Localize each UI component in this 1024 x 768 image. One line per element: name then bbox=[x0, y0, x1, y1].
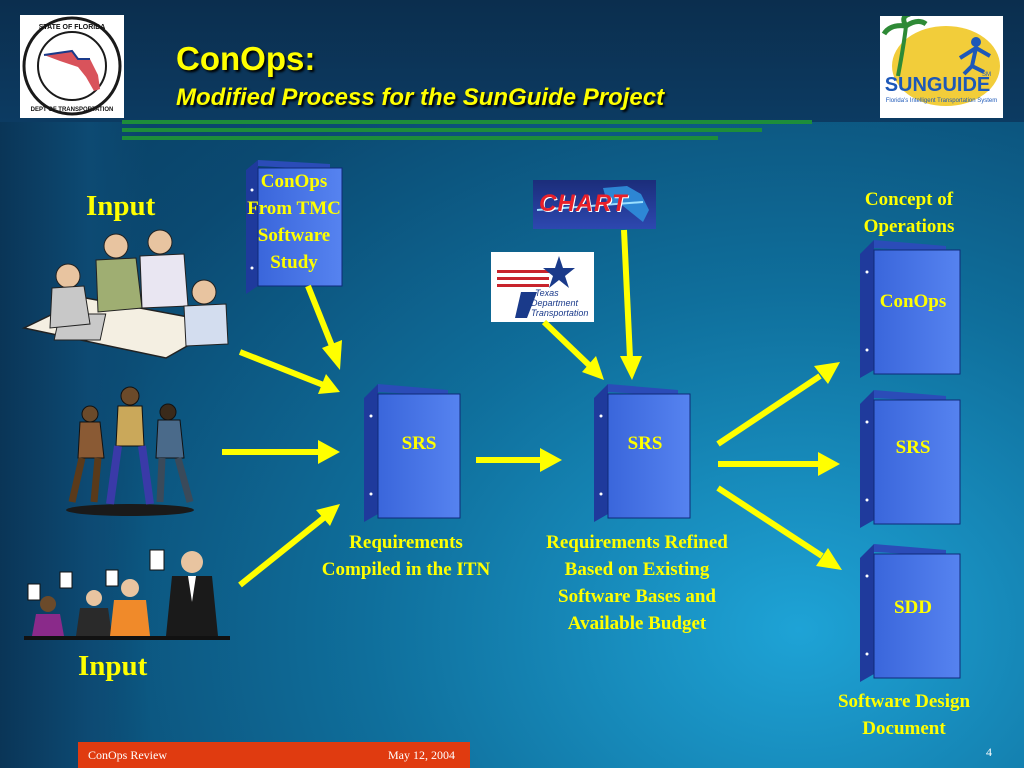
arrowhead-to-srs bbox=[818, 452, 840, 476]
arrow-input-bottom bbox=[238, 513, 328, 588]
txdot-logo: Texas Department of Transportation bbox=[491, 252, 594, 322]
binder-srs-left bbox=[364, 384, 461, 522]
arrow-to-sdd bbox=[716, 485, 824, 559]
arrowhead-input-bottom bbox=[316, 504, 340, 526]
conops-tmc-label: ConOps From TMC Software Study bbox=[247, 171, 341, 273]
header-band bbox=[0, 0, 1024, 122]
footer-title: ConOps Review bbox=[88, 748, 167, 762]
input-label-bottom: Input bbox=[78, 650, 148, 682]
txdot-text-1: Texas bbox=[535, 288, 559, 298]
arrow-input-top bbox=[238, 349, 328, 389]
arrowhead-to-sdd bbox=[816, 548, 842, 570]
footer-bar: ConOps Review May 12, 2004 bbox=[78, 742, 470, 768]
arrowhead-txdot bbox=[582, 356, 604, 380]
sunguide-tagline: Florida's Intelligent Transportation Sys… bbox=[885, 98, 998, 104]
fdot-seal-logo: STATE OF FLORIDA DEPT OF TRANSPORTATION bbox=[20, 15, 124, 118]
concept-of-operations-label: Concept of Operations bbox=[863, 189, 955, 237]
sunguide-text: SUNGUIDE bbox=[884, 74, 991, 96]
arrowhead-input-mid bbox=[318, 440, 340, 464]
arrow-txdot bbox=[541, 319, 593, 369]
title-rule-3 bbox=[122, 136, 718, 140]
srs-left-label: SRS bbox=[401, 433, 437, 454]
page-number: 4 bbox=[986, 745, 992, 759]
software-design-document-label: Software Design Document bbox=[837, 691, 971, 739]
judges-clipart bbox=[24, 549, 230, 640]
meeting-people-clipart bbox=[21, 229, 229, 359]
binder-out-srs bbox=[860, 390, 961, 528]
out-srs-label: SRS bbox=[895, 437, 931, 458]
srs-middle-label: SRS bbox=[627, 433, 663, 454]
out-sdd-label: SDD bbox=[893, 597, 932, 618]
sunguide-logo: SUNGUIDE SM Florida's Intelligent Transp… bbox=[880, 11, 1003, 118]
arrow-to-conops bbox=[716, 373, 822, 447]
arrow-conops-tmc bbox=[305, 284, 335, 348]
requirements-refined-label: Requirements Refined Based on Existing S… bbox=[546, 532, 728, 634]
chart-logo-text: CHART bbox=[539, 190, 628, 217]
arrowhead-srs-to-srs bbox=[540, 448, 562, 472]
txdot-text-2: Department bbox=[531, 298, 579, 308]
input-label-top: Input bbox=[86, 190, 156, 222]
arrowhead-to-conops bbox=[814, 362, 840, 384]
arrowhead-chart bbox=[620, 356, 642, 380]
txdot-text-3: of Transportation bbox=[521, 308, 589, 318]
footer-date: May 12, 2004 bbox=[388, 748, 455, 762]
chart-logo: CHART bbox=[533, 180, 656, 229]
out-conops-label: ConOps bbox=[879, 291, 947, 312]
sunguide-sm: SM bbox=[982, 72, 991, 78]
title-rule-1 bbox=[122, 120, 812, 124]
flow-arrows bbox=[222, 229, 842, 588]
tug-people-clipart bbox=[66, 386, 194, 516]
title-rule-2 bbox=[122, 128, 762, 132]
binder-conops-tmc bbox=[246, 160, 343, 294]
arrow-chart bbox=[621, 229, 633, 359]
arrowhead-conops-tmc bbox=[322, 340, 342, 370]
binder-out-sdd bbox=[860, 544, 961, 682]
svg-text:DEPT OF TRANSPORTATION: DEPT OF TRANSPORTATION bbox=[31, 107, 114, 113]
svg-text:STATE OF FLORIDA: STATE OF FLORIDA bbox=[39, 24, 106, 31]
binder-srs-middle bbox=[594, 384, 691, 522]
slide-subtitle: Modified Process for the SunGuide Projec… bbox=[176, 84, 665, 111]
arrowhead-input-top bbox=[318, 374, 340, 394]
binder-out-conops bbox=[860, 240, 961, 378]
slide-title: ConOps: bbox=[176, 40, 316, 77]
requirements-compiled-label: Requirements Compiled in the ITN bbox=[321, 532, 491, 580]
